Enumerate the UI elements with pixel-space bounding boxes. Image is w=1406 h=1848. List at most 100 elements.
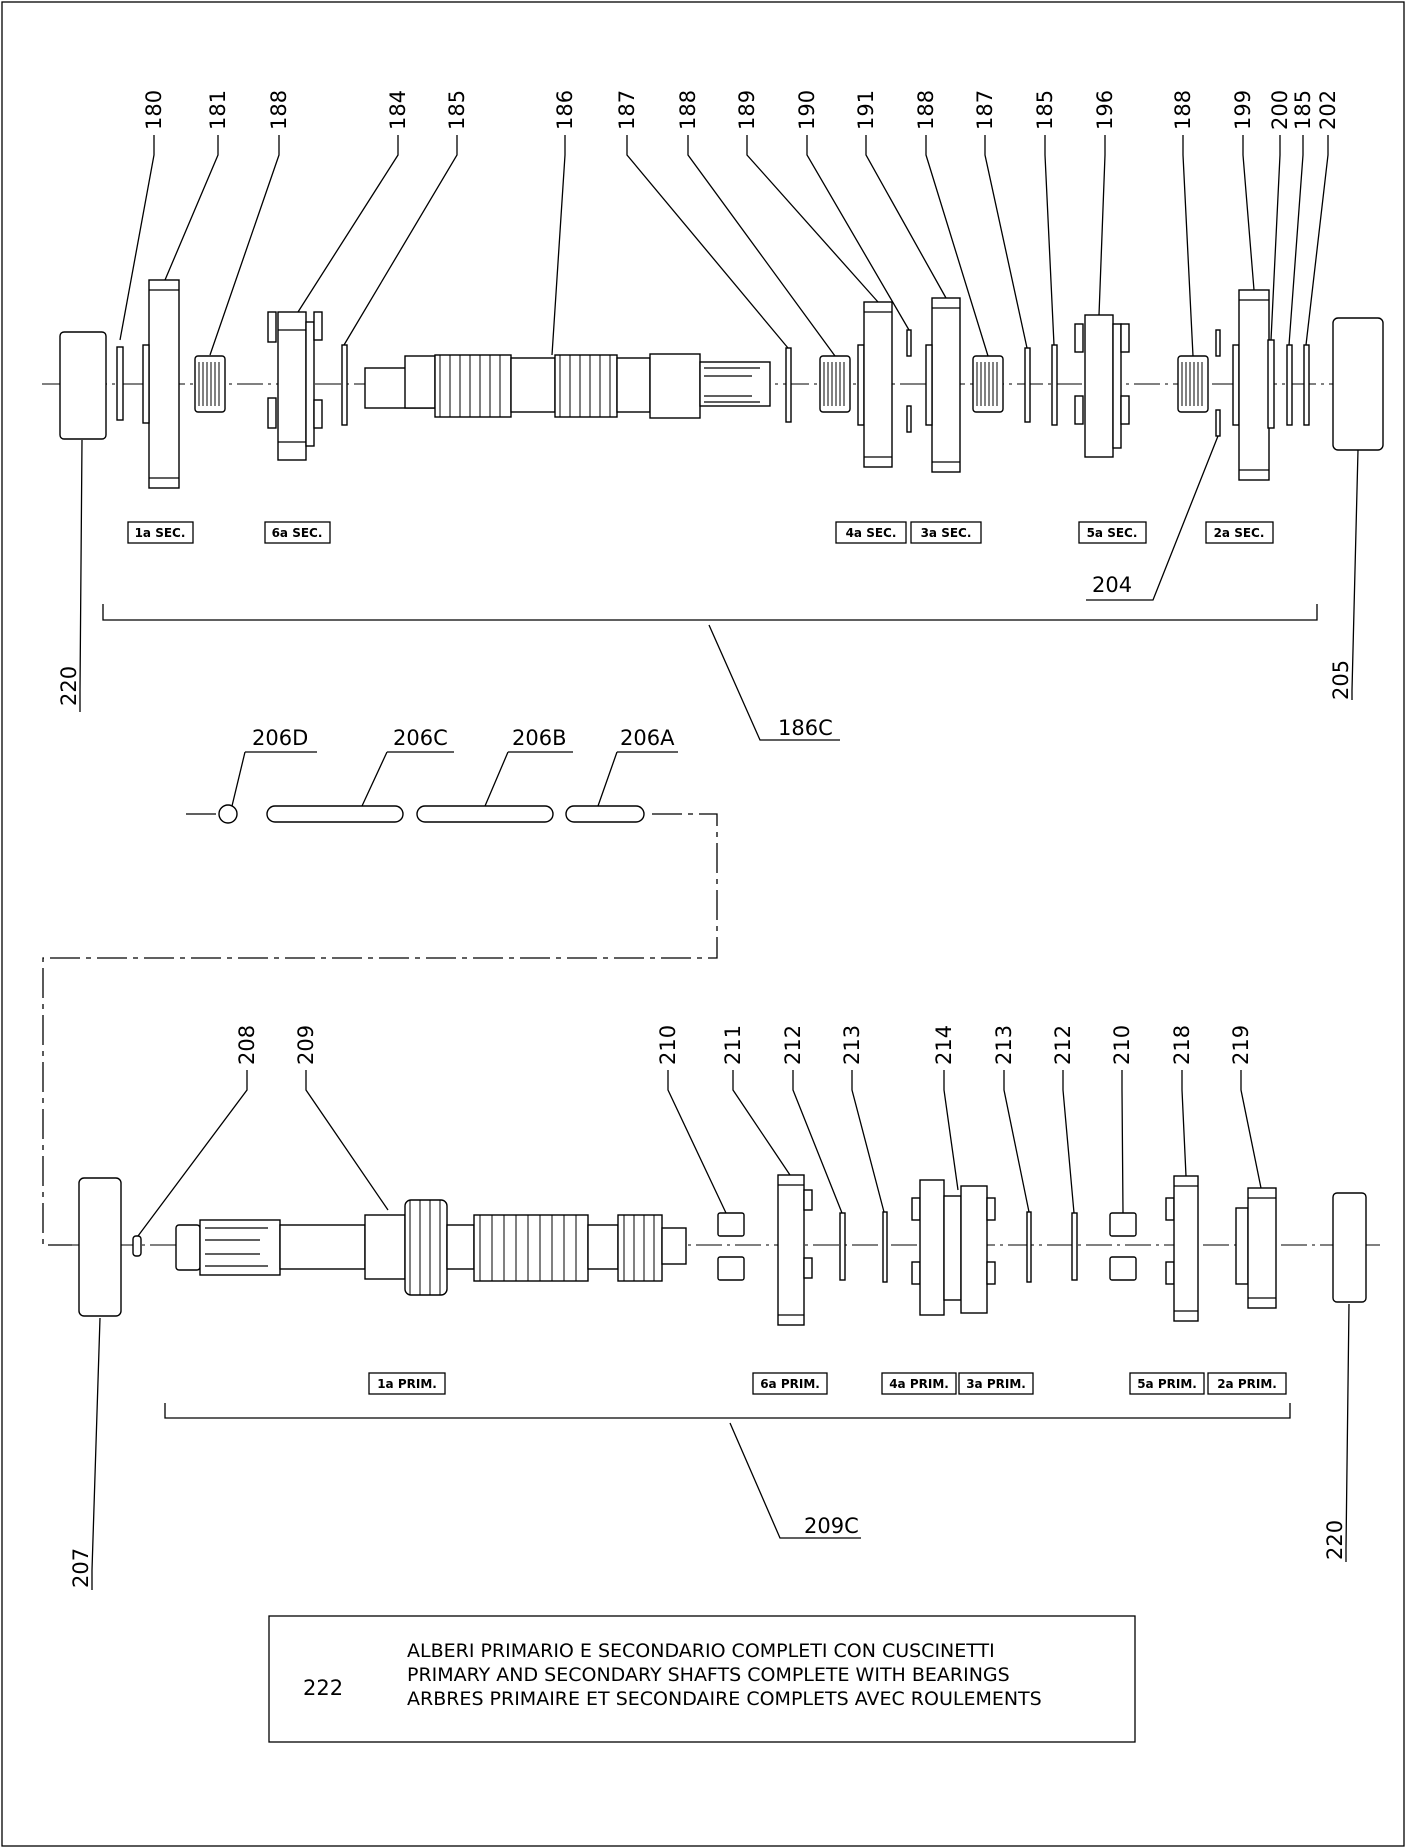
callout-label: 187 <box>973 90 997 130</box>
circlip-187-b <box>1024 347 1031 423</box>
circlip-212-a <box>839 1212 846 1281</box>
callout-label: 191 <box>854 90 878 130</box>
pin-206a <box>565 805 645 823</box>
snap-ring-185-b <box>1051 344 1058 426</box>
callout-label-209c: 209C <box>804 1514 859 1538</box>
callout-label: 187 <box>615 90 639 130</box>
washer-213-a <box>882 1211 888 1283</box>
secondary-gear-tags: 1a SEC. 6a SEC. 4a SEC. 3a SEC. 5a SEC. … <box>127 521 1274 544</box>
gear-tag: 5a PRIM. <box>1137 1377 1197 1391</box>
pin-set-206: 206D 206C 206B 206A <box>42 726 718 1246</box>
secondary-shaft-assembly <box>42 279 1384 489</box>
callout-label: 212 <box>1051 1025 1075 1065</box>
callout-label-205: 205 <box>1329 660 1353 700</box>
primary-leader-lines <box>91 1070 1350 1590</box>
gear-218 <box>1165 1175 1199 1322</box>
bearing-207 <box>78 1177 122 1317</box>
callout-label: 180 <box>142 90 166 130</box>
callout-label: 186 <box>553 90 577 130</box>
gear-tag: 2a PRIM. <box>1217 1377 1277 1391</box>
callout-label: 212 <box>781 1025 805 1065</box>
callout-label: 185 <box>1291 90 1315 130</box>
secondary-callout-labels: 180 181 188 184 185 186 187 188 189 190 … <box>57 90 1353 740</box>
callout-label: 209 <box>294 1025 318 1065</box>
title-block-number: 222 <box>303 1676 343 1700</box>
pin-label: 206D <box>252 726 308 750</box>
callout-label: 188 <box>676 90 700 130</box>
callout-label: 202 <box>1316 90 1340 130</box>
gear-tag: 1a SEC. <box>135 526 186 540</box>
callout-label: 210 <box>656 1025 680 1065</box>
callout-label: 213 <box>992 1025 1016 1065</box>
title-line-english: PRIMARY AND SECONDARY SHAFTS COMPLETE WI… <box>407 1664 1010 1686</box>
callout-label: 181 <box>206 90 230 130</box>
callout-label: 200 <box>1268 90 1292 130</box>
gear-214 <box>911 1179 996 1316</box>
thrust-washer-190 <box>906 329 912 357</box>
callout-label: 219 <box>1229 1025 1253 1065</box>
callout-label: 185 <box>1033 90 1057 130</box>
gear-tag: 1a PRIM. <box>377 1377 437 1391</box>
spacer-200 <box>1267 339 1275 429</box>
washer-180 <box>116 346 124 421</box>
synchro-hub-184 <box>267 311 323 461</box>
gear-tag: 2a SEC. <box>1214 526 1265 540</box>
gear-tag: 3a PRIM. <box>966 1377 1026 1391</box>
callout-label: 188 <box>914 90 938 130</box>
primary-shaft-assembly <box>72 1174 1380 1326</box>
callout-label: 190 <box>795 90 819 130</box>
gear-tag: 6a SEC. <box>272 526 323 540</box>
pin-continuation-line <box>42 813 718 1246</box>
primary-shaft-209 <box>175 1199 687 1296</box>
snap-ring-185-c <box>1286 344 1293 426</box>
thrust-washer-204 <box>1215 329 1221 357</box>
callout-label-220-bottom: 220 <box>1323 1520 1347 1560</box>
primary-callout-labels: 208 209 210 211 212 213 214 213 212 210 … <box>69 1025 1347 1588</box>
primary-gear-tags: 1a PRIM. 6a PRIM. 4a PRIM. 3a PRIM. 5a P… <box>368 1372 1287 1395</box>
secondary-leader-lines <box>79 135 1359 741</box>
callout-label: 199 <box>1231 90 1255 130</box>
gear-tag: 5a SEC. <box>1087 526 1138 540</box>
pin-label: 206B <box>512 726 567 750</box>
callout-label-220-top: 220 <box>57 666 81 706</box>
bearing-220-top <box>59 331 107 440</box>
pin-label: 206C <box>393 726 448 750</box>
callout-label: 211 <box>721 1025 745 1065</box>
title-line-french: ARBRES PRIMAIRE ET SECONDAIRE COMPLETS A… <box>407 1688 1042 1710</box>
key-208 <box>132 1235 142 1257</box>
callout-label: 188 <box>1171 90 1195 130</box>
bearing-205 <box>1332 317 1384 451</box>
gear-211 <box>777 1174 813 1326</box>
callout-label: 189 <box>735 90 759 130</box>
gear-181 <box>148 279 180 489</box>
callout-label: 218 <box>1170 1025 1194 1065</box>
bearing-220-bottom <box>1332 1192 1367 1303</box>
washer-213-b <box>1026 1211 1032 1283</box>
title-line-italian: ALBERI PRIMARIO E SECONDARIO COMPLETI CO… <box>407 1640 995 1662</box>
callout-label: 196 <box>1093 90 1117 130</box>
gear-tag: 3a SEC. <box>921 526 972 540</box>
title-block: 222 ALBERI PRIMARIO E SECONDARIO COMPLET… <box>268 1615 1136 1743</box>
needle-bearing-210-a <box>717 1212 745 1237</box>
pin-label: 206A <box>620 726 675 750</box>
gear-219 <box>1235 1187 1277 1309</box>
callout-label: 208 <box>235 1025 259 1065</box>
callout-label: 210 <box>1110 1025 1134 1065</box>
pin-206b <box>416 805 554 823</box>
gear-191 <box>931 297 961 473</box>
gear-199 <box>1238 289 1270 481</box>
gear-tag: 4a PRIM. <box>889 1377 949 1391</box>
callout-label: 184 <box>386 90 410 130</box>
snap-ring-185-a <box>341 344 348 426</box>
gear-tag: 6a PRIM. <box>760 1377 820 1391</box>
callout-label-186c: 186C <box>778 716 833 740</box>
callout-label: 214 <box>932 1025 956 1065</box>
circlip-187-a <box>785 347 792 423</box>
washer-202 <box>1303 344 1310 426</box>
needle-bearing-210-b <box>1109 1212 1137 1237</box>
callout-label: 213 <box>840 1025 864 1065</box>
pin-206c <box>266 805 404 823</box>
gear-tag: 4a SEC. <box>846 526 897 540</box>
